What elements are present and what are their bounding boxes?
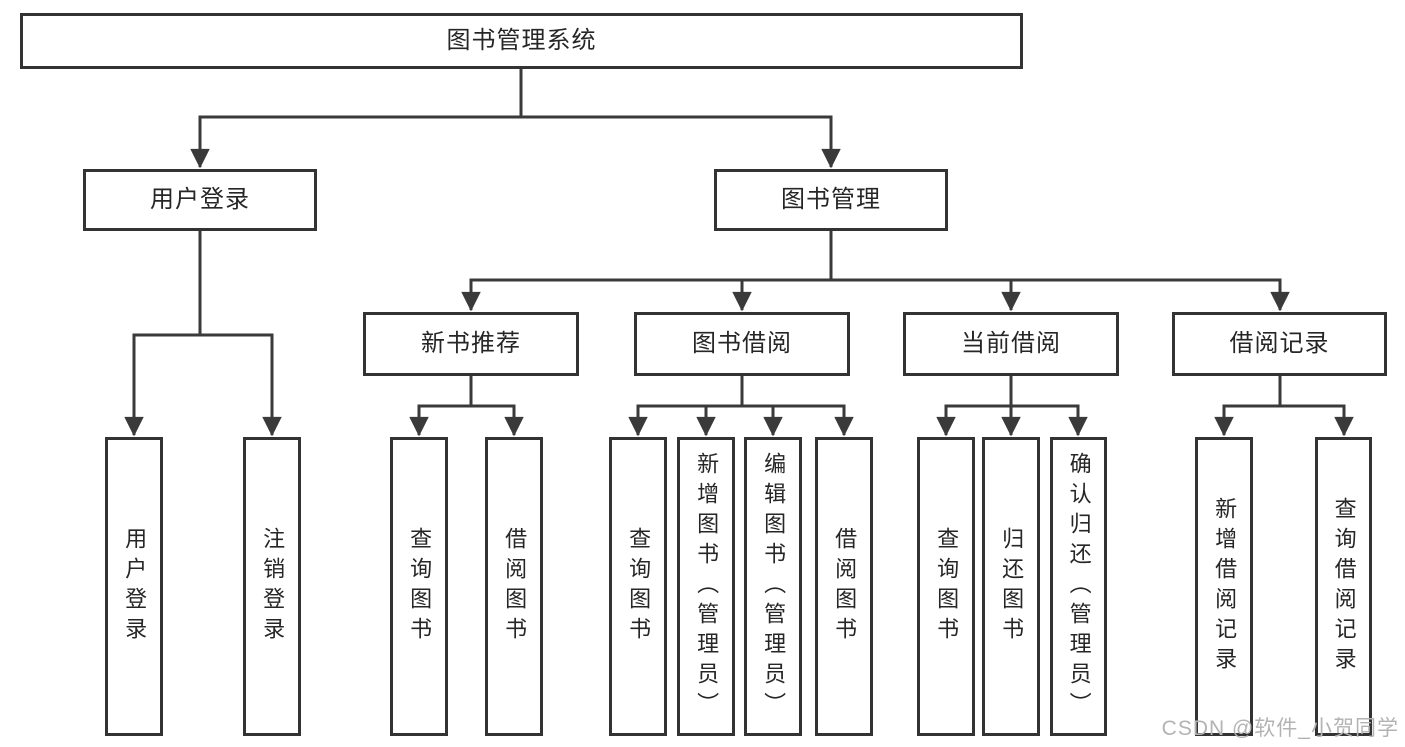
- node-current-borrow: 当前借阅: [903, 312, 1119, 376]
- leaf-add-books-admin: 新增图书（管理员）: [677, 437, 735, 736]
- leaf-add-borrow-record: 新增借阅记录: [1195, 437, 1253, 736]
- leaf-return-books: 归还图书: [982, 437, 1040, 736]
- leaf-borrow-books: 借阅图书: [815, 437, 873, 736]
- node-user-login: 用户登录: [83, 169, 317, 231]
- leaf-user-login: 用户登录: [105, 437, 163, 736]
- leaf-confirm-return-admin: 确认归还（管理员）: [1050, 437, 1107, 736]
- leaf-logout: 注销登录: [243, 437, 301, 736]
- leaf-borrow-books-recommend: 借阅图书: [485, 437, 543, 736]
- leaf-edit-books-admin: 编辑图书（管理员）: [744, 437, 802, 736]
- node-new-book-recommend: 新书推荐: [363, 312, 579, 376]
- leaf-query-books-recommend: 查询图书: [390, 437, 448, 736]
- node-book-borrow: 图书借阅: [634, 312, 850, 376]
- leaf-query-borrow-record: 查询借阅记录: [1315, 437, 1372, 736]
- node-root-system: 图书管理系统: [20, 13, 1023, 69]
- leaf-query-books-current: 查询图书: [917, 437, 975, 736]
- node-book-management: 图书管理: [714, 169, 948, 231]
- branch-lines: [132, 67, 1346, 408]
- leaf-query-books-borrow: 查询图书: [609, 437, 667, 736]
- csdn-watermark: CSDN @软件_小贺同学: [1161, 717, 1399, 740]
- node-borrow-records: 借阅记录: [1172, 312, 1387, 376]
